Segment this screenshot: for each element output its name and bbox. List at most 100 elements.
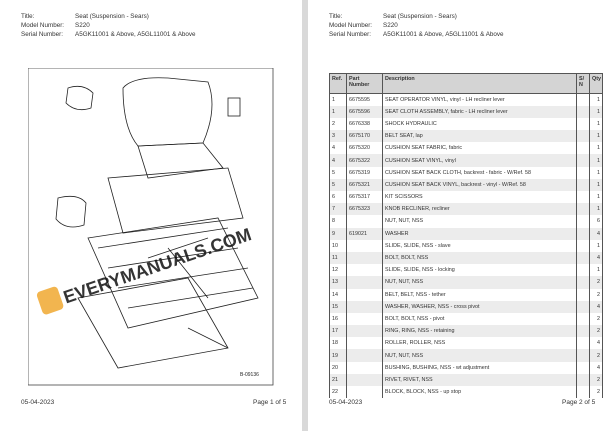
cell-part-number: 6675321 — [346, 178, 383, 191]
cell-sn — [576, 117, 590, 131]
model-label: Model Number: — [329, 22, 373, 30]
cell-sn — [576, 154, 590, 167]
cell-part-number: 6675170 — [346, 130, 383, 143]
cell-qty: 1 — [589, 166, 603, 179]
cell-part-number — [346, 264, 383, 277]
cell-qty: 1 — [589, 203, 603, 216]
watermark-text: EVERYMANUALS.COM — [61, 224, 254, 307]
cell-sn — [576, 203, 590, 216]
title-label: Title: — [329, 13, 343, 20]
title-label: Title: — [21, 13, 35, 20]
cell-ref: 5 — [329, 166, 347, 179]
cell-description: WASHER — [382, 227, 577, 240]
page-number: Page 1 of 5 — [253, 399, 287, 406]
cell-ref: 4 — [329, 154, 347, 167]
cell-qty: 1 — [589, 239, 603, 252]
cell-qty: 1 — [589, 93, 603, 106]
cell-qty: 4 — [589, 337, 603, 350]
cell-sn — [576, 337, 590, 350]
cell-sn — [576, 361, 590, 374]
cell-ref: 6 — [329, 191, 347, 204]
cell-qty: 2 — [589, 373, 603, 386]
cell-qty: 4 — [589, 300, 603, 313]
cell-ref: 4 — [329, 142, 347, 155]
watermark: EVERYMANUALS.COM — [36, 224, 254, 315]
cell-ref: 2 — [329, 117, 347, 131]
page-number: Page 2 of 5 — [562, 399, 596, 406]
cell-qty: 1 — [589, 117, 603, 131]
cell-description: CUSHION SEAT BACK VINYL, backrest - viny… — [382, 178, 577, 191]
cell-description: SHOCK HYDRAULIC — [382, 117, 577, 131]
cell-part-number: 6675317 — [346, 191, 383, 204]
cell-description: BUSHING, BUSHING, NSS - wt adjustment — [382, 361, 577, 374]
cell-sn — [576, 215, 590, 228]
serial-label: Serial Number: — [329, 31, 371, 39]
cell-sn — [576, 178, 590, 191]
serial: A5GK11001 & Above, A5GL11001 & Above — [383, 31, 504, 39]
cell-qty: 1 — [589, 154, 603, 167]
cell-ref: 14 — [329, 288, 347, 301]
cell-qty: 4 — [589, 361, 603, 374]
cell-qty: 1 — [589, 142, 603, 155]
cell-part-number: 6675596 — [346, 105, 383, 118]
cell-part-number — [346, 288, 383, 301]
cell-qty: 4 — [589, 227, 603, 240]
cell-qty: 4 — [589, 251, 603, 265]
cell-part-number: 6675595 — [346, 93, 383, 106]
col-sn: S/ N — [576, 73, 590, 94]
cell-part-number — [346, 239, 383, 252]
cell-qty: 1 — [589, 191, 603, 204]
cell-qty: 1 — [589, 130, 603, 143]
col-qty: Qty — [589, 73, 603, 94]
cell-sn — [576, 288, 590, 301]
cell-qty: 2 — [589, 349, 603, 362]
cell-description: WASHER, WASHER, NSS - cross pivot — [382, 300, 577, 313]
model-label: Model Number: — [21, 22, 65, 30]
cell-ref: 13 — [329, 276, 347, 289]
cell-description: BOLT, BOLT, NSS — [382, 251, 577, 265]
cell-description: SEAT OPERATOR VINYL, vinyl - LH recliner… — [382, 93, 577, 106]
title: Seat (Suspension - Sears) — [75, 13, 149, 20]
diagram-code: B-09136 — [240, 372, 259, 378]
cell-part-number: 6675323 — [346, 203, 383, 216]
cell-description: RING, RING, NSS - retaining — [382, 325, 577, 338]
cell-ref: 8 — [329, 215, 347, 228]
cell-sn — [576, 105, 590, 118]
cell-ref: 16 — [329, 312, 347, 326]
cell-description: SLIDE, SLIDE, NSS - slave — [382, 239, 577, 252]
cell-description: CUSHION SEAT FABRIC, fabric — [382, 142, 577, 155]
cell-part-number: 6675319 — [346, 166, 383, 179]
cell-description: SEAT CLOTH ASSEMBLY, fabric - LH recline… — [382, 105, 577, 118]
cell-ref: 7 — [329, 203, 347, 216]
cell-part-number: 6675320 — [346, 142, 383, 155]
cell-ref: 19 — [329, 349, 347, 362]
cell-description: ROLLER, ROLLER, NSS — [382, 337, 577, 350]
cell-ref: 9 — [329, 227, 347, 240]
cell-qty: 1 — [589, 264, 603, 277]
cell-description: BELT, BELT, NSS - tether — [382, 288, 577, 301]
page-date: 05-04-2023 — [329, 399, 363, 406]
cell-part-number: 619021 — [346, 227, 383, 240]
cell-part-number — [346, 325, 383, 338]
cell-part-number — [346, 337, 383, 350]
cell-part-number: 6676338 — [346, 117, 383, 131]
cell-description: SLIDE, SLIDE, NSS - locking — [382, 264, 577, 277]
cell-ref: 1 — [329, 93, 347, 106]
cell-part-number — [346, 349, 383, 362]
cell-sn — [576, 312, 590, 326]
page-header: Title: Seat (Suspension - Sears) Model Nu… — [21, 12, 196, 40]
